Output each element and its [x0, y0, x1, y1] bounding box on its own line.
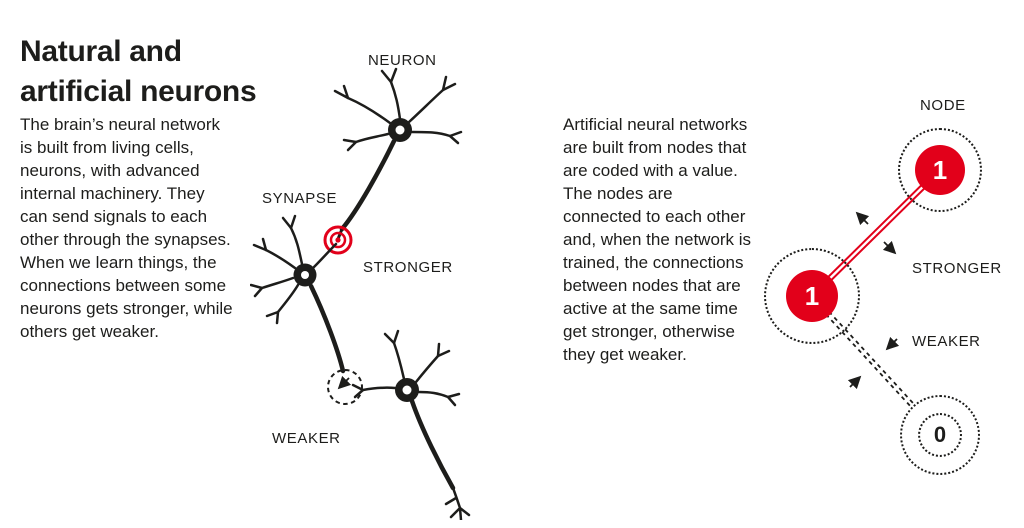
node-bottom-value: 0: [933, 422, 947, 447]
synapse-icon: [323, 225, 353, 255]
node-top: 1: [915, 145, 965, 195]
label-stronger-natural: STRONGER: [363, 259, 453, 276]
stronger-arrows: [855, 211, 897, 255]
title-line-1: Natural and: [20, 35, 182, 69]
node-top-dotted-ring: [898, 128, 982, 212]
node-left-value: 1: [804, 280, 820, 311]
label-weaker-artificial: WEAKER: [912, 333, 981, 350]
node-left: 1: [786, 270, 838, 322]
page-title: Natural and artificial neurons: [20, 32, 320, 112]
weaker-synapse-marker: [327, 369, 363, 405]
title-line-2: artificial neurons: [20, 75, 257, 109]
label-neuron: NEURON: [368, 52, 437, 69]
neuron-middle: [250, 214, 346, 374]
weak-connection-line: [819, 305, 916, 409]
weaker-arrows: [847, 336, 900, 390]
natural-neurons-illustration: [250, 67, 471, 520]
node-left-dotted-ring: [764, 248, 860, 344]
artificial-network-diagram: 1 1 0 NODE STRONGER WEAKER: [760, 90, 1024, 520]
node-bottom-dotted-ring: [900, 395, 980, 475]
node-top-value: 1: [932, 154, 948, 185]
label-node: NODE: [920, 97, 966, 114]
label-stronger-artificial: STRONGER: [912, 260, 1002, 277]
neuron-bottom: [351, 329, 471, 520]
neuron-top: [333, 67, 463, 232]
natural-neurons-diagram: NEURON SYNAPSE STRONGER WEAKER: [250, 40, 540, 520]
natural-description: The brain’s neural network is built from…: [20, 115, 233, 341]
node-bottom: 0: [918, 413, 962, 457]
artificial-description: Artificial neural networks are built fro…: [563, 115, 752, 364]
label-weaker-natural: WEAKER: [272, 430, 341, 447]
label-synapse: SYNAPSE: [262, 190, 338, 207]
